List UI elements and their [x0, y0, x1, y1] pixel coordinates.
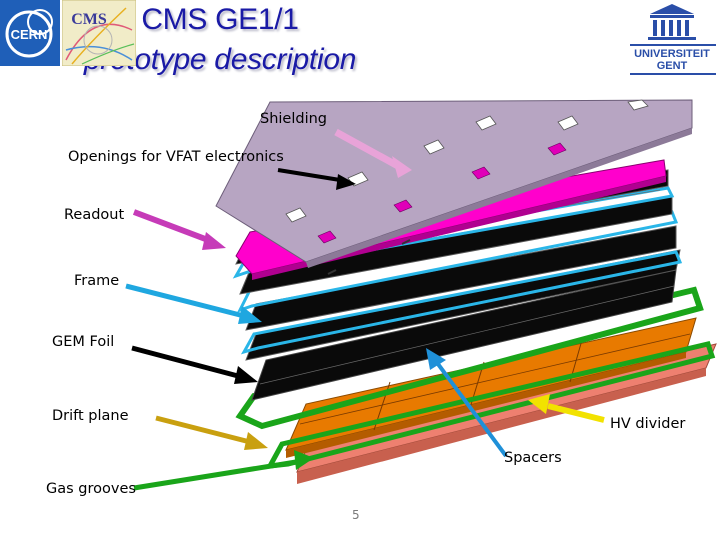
arrow-gem-foil	[132, 348, 258, 384]
label-frame: Frame	[74, 273, 119, 289]
label-gas-grooves: Gas grooves	[46, 481, 136, 497]
label-hv-divider: HV divider	[610, 416, 685, 432]
label-spacers: Spacers	[504, 450, 562, 466]
arrow-readout	[134, 212, 226, 250]
label-drift-plane: Drift plane	[52, 408, 129, 424]
label-openings: Openings for VFAT electronics	[68, 149, 284, 165]
page-number: 5	[352, 508, 360, 522]
label-readout: Readout	[64, 207, 124, 223]
label-gem-foil: GEM Foil	[52, 334, 114, 350]
label-shielding: Shielding	[260, 111, 327, 127]
